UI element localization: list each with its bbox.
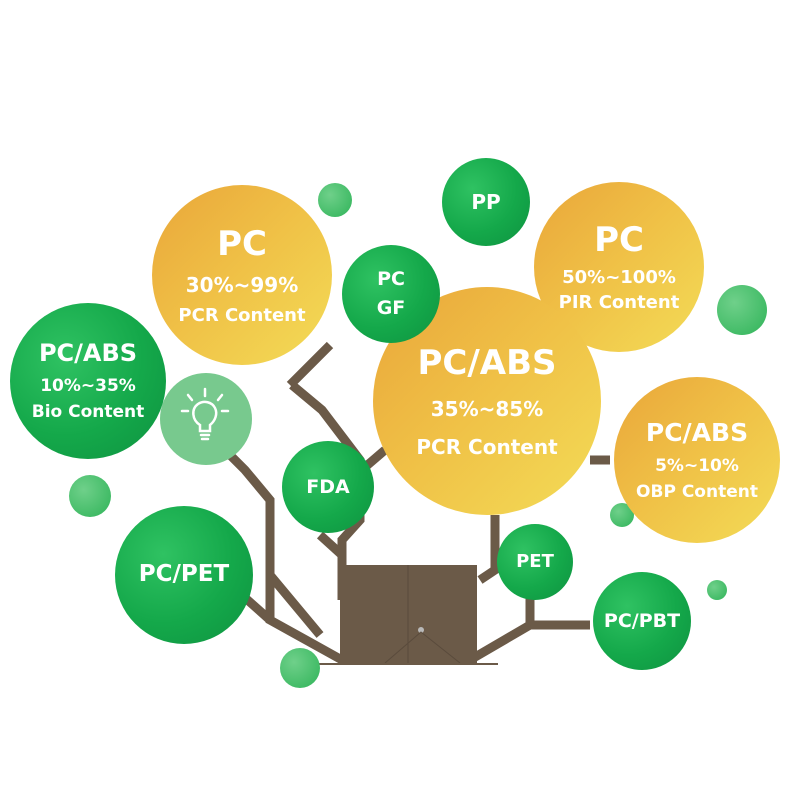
bubble-content: Bio Content	[31, 402, 145, 423]
bubble-title: PC	[594, 220, 644, 260]
bubble-pc-gf: PC GF	[342, 245, 440, 343]
bubble-pc-pcr: PC 30%~99% PCR Content	[152, 185, 332, 365]
bubble-range: 10%~35%	[40, 376, 136, 396]
bubble-content: PCR Content	[416, 435, 558, 460]
bubble-line-2: GF	[376, 297, 406, 319]
bubble-title: PP	[471, 190, 501, 214]
bubble-title: PC/PET	[138, 561, 230, 588]
bubble-line-1: PC	[377, 268, 405, 291]
bubble-title: PC/PBT	[603, 609, 681, 632]
bubble-pc-pbt: PC/PBT	[593, 572, 691, 670]
bubble-range: 50%~100%	[562, 266, 676, 288]
decor-dot	[717, 285, 767, 335]
bubble-title: PC	[217, 223, 267, 264]
bubble-pcabs-pcr: PC/ABS 35%~85% PCR Content	[373, 287, 601, 515]
bubble-content: PCR Content	[178, 304, 306, 326]
decor-dot	[707, 580, 727, 600]
bubble-fda: FDA	[282, 441, 374, 533]
bubble-title: FDA	[306, 475, 350, 498]
decor-dot	[318, 183, 352, 217]
bubble-pc-pet: PC/PET	[115, 506, 253, 644]
bubble-pcabs-bio: PC/ABS 10%~35% Bio Content	[10, 303, 166, 459]
bubble-range: 35%~85%	[430, 397, 544, 422]
bubble-pet: PET	[497, 524, 573, 600]
bubble-title: PC/ABS	[417, 342, 557, 383]
bubble-range: 30%~99%	[185, 272, 299, 297]
bubble-range: 5%~10%	[655, 455, 739, 476]
bubble-title: PC/ABS	[645, 417, 749, 447]
decor-dot	[280, 648, 320, 688]
bubble-content: OBP Content	[636, 482, 758, 502]
lightbulb-badge	[160, 373, 252, 465]
bubble-title: PC/ABS	[38, 339, 138, 368]
lightbulb-icon	[180, 387, 230, 441]
bubble-pp: PP	[442, 158, 530, 246]
bubble-content: PIR Content	[558, 292, 680, 314]
bubble-title: PET	[516, 551, 554, 573]
bubble-pcabs-obp: PC/ABS 5%~10% OBP Content	[614, 377, 780, 543]
decor-dot	[69, 475, 111, 517]
